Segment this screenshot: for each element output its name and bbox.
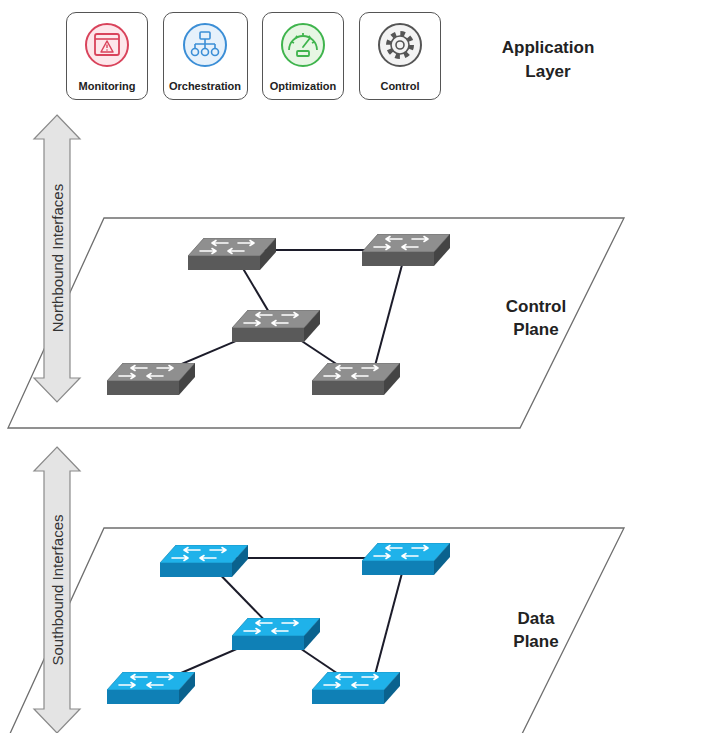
interface-label: Northbound Interfaces — [49, 184, 66, 332]
plane-shape — [8, 528, 624, 733]
orchestration-icon — [184, 24, 226, 66]
network-plane: Control Plane — [6, 216, 626, 430]
interface-label: Southbound Interfaces — [49, 515, 66, 666]
box-label: Monitoring — [79, 80, 136, 92]
application-box: Orchestration — [163, 12, 248, 100]
data-links — [151, 558, 406, 686]
plane-label: Data Plane — [494, 608, 578, 654]
monitoring-icon — [86, 24, 128, 66]
application-box: Optimization — [262, 12, 344, 100]
control-icon — [379, 24, 421, 66]
optimization-icon — [282, 24, 324, 66]
layer-label: Application Layer — [488, 36, 608, 84]
box-label: Control — [380, 80, 419, 92]
plane-label: Control Plane — [494, 296, 578, 342]
network-plane: Data Plane — [6, 526, 626, 733]
box-label-row: Control — [360, 80, 440, 92]
control-links — [151, 250, 406, 377]
box-label: Orchestration — [169, 80, 241, 92]
southbound-arrow — [34, 447, 80, 733]
plane-outline — [6, 526, 626, 733]
application-box: Control — [359, 12, 441, 100]
box-label-row: Orchestration — [164, 80, 247, 92]
data-switches — [107, 543, 450, 704]
box-label: Optimization — [270, 80, 337, 92]
box-label-row: Monitoring — [67, 80, 147, 92]
box-label-row: Optimization — [263, 80, 343, 92]
northbound-arrow — [34, 115, 80, 402]
application-box: Monitoring — [66, 12, 148, 100]
plane-shape — [8, 218, 624, 428]
control-switches — [107, 234, 450, 395]
